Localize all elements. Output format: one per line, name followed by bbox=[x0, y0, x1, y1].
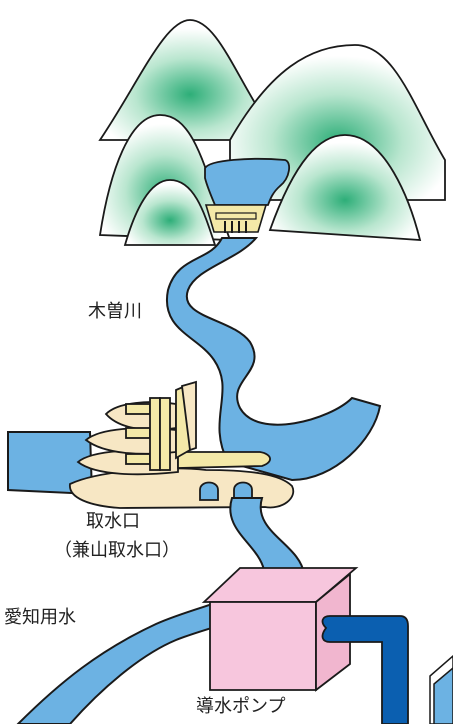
label-pump: 導水ポンプ bbox=[196, 696, 286, 717]
label-intake-name: （兼山取水口） bbox=[54, 540, 180, 561]
mountain-back-left bbox=[98, 19, 282, 141]
reservoir bbox=[204, 157, 291, 206]
mountains bbox=[98, 19, 446, 246]
mountain-mid-right bbox=[268, 134, 422, 241]
mountain-front-left bbox=[123, 179, 217, 246]
label-kiso-river: 木曽川 bbox=[88, 301, 142, 322]
intake-gates bbox=[125, 380, 197, 471]
intake-deck bbox=[177, 451, 271, 469]
label-intake: 取水口 bbox=[86, 511, 140, 532]
dam bbox=[204, 204, 268, 233]
kiso-river bbox=[165, 237, 382, 482]
label-aichi-canal: 愛知用水 bbox=[4, 607, 76, 628]
tank-partial bbox=[429, 655, 453, 724]
pump-house-front bbox=[209, 601, 317, 691]
intake-sluices bbox=[199, 481, 253, 501]
conduit-pipe bbox=[321, 615, 409, 724]
